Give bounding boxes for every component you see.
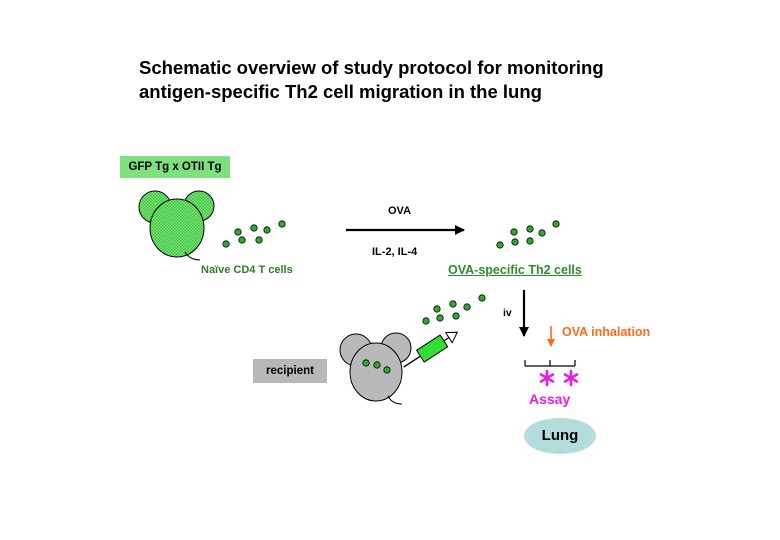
naive-cell <box>255 236 263 244</box>
th2-cell <box>552 220 560 228</box>
naive-cell <box>263 226 271 234</box>
title-line-1: Schematic overview of study protocol for… <box>139 57 604 78</box>
th2-cell <box>496 241 504 249</box>
iv-label: iv <box>503 307 512 319</box>
lung-label: Lung <box>541 427 579 444</box>
assay-asterisk-icon <box>563 369 579 387</box>
transfer-cells <box>422 294 486 325</box>
lung-ellipse <box>524 418 596 454</box>
recipient-mouse-icon <box>339 332 412 405</box>
ova-label: OVA <box>388 205 412 217</box>
transfer-cell <box>463 303 471 311</box>
th2-cell <box>526 225 534 233</box>
cytokine-label: IL-2, IL-4 <box>372 246 418 258</box>
donor-mouse-icon <box>138 190 215 261</box>
title-line-2: antigen-specific Th2 cell migration in t… <box>139 81 542 102</box>
naive-cell <box>250 224 258 232</box>
donor-label: GFP Tg x OTII Tg <box>120 156 230 178</box>
naive-t-cells <box>222 220 286 248</box>
naive-cell <box>234 228 242 236</box>
transfer-cell <box>422 317 430 325</box>
naive-cell <box>278 220 286 228</box>
transfer-cell <box>436 314 444 322</box>
assay-label: Assay <box>529 391 571 407</box>
diagram-title: Schematic overview of study protocol for… <box>139 56 739 104</box>
th2-cells <box>496 220 560 249</box>
th2-cell <box>510 228 518 236</box>
th2-cells-label: OVA-specific Th2 cells <box>448 263 582 277</box>
naive-cells-label: Naïve CD4 T cells <box>201 264 293 276</box>
naive-cell <box>238 236 246 244</box>
transfer-cell <box>433 305 441 313</box>
transfer-cell <box>478 294 486 302</box>
naive-cell <box>222 240 230 248</box>
transfer-cell <box>449 300 457 308</box>
th2-cell <box>526 237 534 245</box>
recipient-label: recipient <box>253 359 327 383</box>
timeline-bracket <box>524 360 576 367</box>
transfer-cell <box>452 312 460 320</box>
th2-cell <box>538 229 546 237</box>
assay-asterisk-icon <box>539 369 555 387</box>
th2-cell <box>511 238 519 246</box>
inhalation-label: OVA inhalation <box>562 325 651 339</box>
syringe-icon <box>403 331 459 368</box>
